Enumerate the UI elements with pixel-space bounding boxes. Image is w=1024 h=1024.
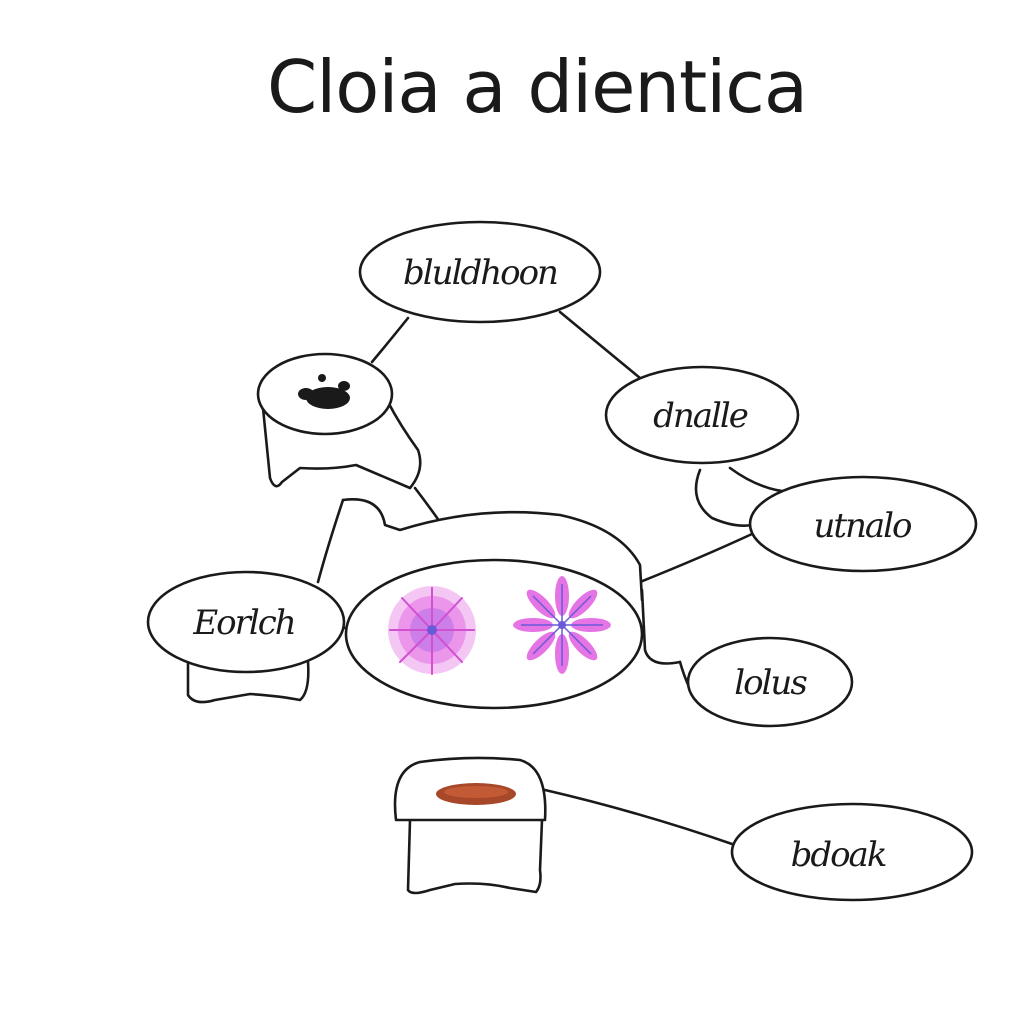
node-bottom-bubble (730, 802, 974, 902)
node-left-bubble (146, 570, 346, 674)
dish-right-wall (640, 588, 682, 665)
node-right-middle: utnalo (748, 475, 978, 573)
connector-cup-to-dish (413, 486, 442, 524)
node-right-middle-label: utnalo (813, 506, 912, 546)
node-right-middle-bubble (748, 475, 978, 573)
flower-specimen-right (513, 576, 611, 674)
sample-brown-material (436, 783, 516, 805)
central-dish (341, 497, 682, 710)
cup-container (256, 352, 422, 490)
flower-specimen-left (388, 586, 476, 675)
right-middle-node-shell (694, 468, 754, 527)
node-right-lower: lolus (686, 636, 854, 728)
node-right-upper-bubble (604, 365, 800, 465)
connector-sample-to-bottom (543, 788, 737, 847)
cup-contents-dark-blob (298, 374, 350, 409)
sample-container (393, 756, 547, 895)
node-top-bubble (358, 220, 602, 324)
diagram-title: Cloia a dientica (267, 45, 807, 129)
node-right-upper-label: dnalle (653, 396, 748, 436)
sample-container-base (406, 818, 544, 895)
connector-top-to-right-upper (558, 310, 642, 380)
node-bottom-label: bdoak (791, 835, 886, 875)
node-bottom: bdoak (730, 802, 974, 902)
node-left: Eorlch (146, 570, 346, 674)
node-top-label: bluldhoon (403, 253, 557, 293)
node-right-upper: dnalle (604, 365, 800, 465)
node-left-label: Eorlch (192, 603, 294, 643)
connector-dish-to-left (316, 498, 345, 584)
node-right-lower-bubble (686, 636, 854, 728)
connector-dish-to-right-middle (638, 532, 754, 584)
right-middle-node-shell-top (728, 466, 792, 494)
connector-top-to-cup (370, 316, 410, 364)
node-top: bluldhoon (358, 220, 602, 324)
left-node-base (186, 660, 310, 704)
node-right-lower-label: lolus (734, 663, 807, 703)
